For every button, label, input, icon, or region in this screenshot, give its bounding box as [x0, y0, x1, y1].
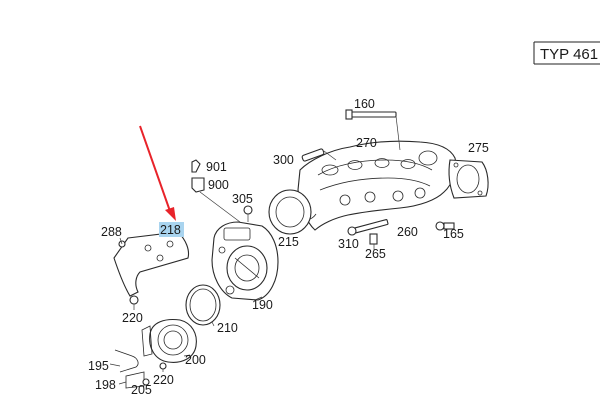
clamp-198 — [118, 371, 145, 389]
callout-900: 900 — [208, 178, 229, 192]
callout-220-upper: 220 — [122, 311, 143, 325]
bolt-310 — [347, 219, 389, 236]
callout-198: 198 — [95, 378, 116, 392]
callout-labels: 160 270 275 300 901 900 305 215 310 260 … — [88, 97, 489, 397]
cap-900 — [191, 177, 241, 223]
throttle-body — [211, 221, 279, 301]
callout-901: 901 — [206, 160, 227, 174]
callout-310: 310 — [338, 237, 359, 251]
intake-adapter-200 — [141, 318, 197, 363]
type-label: TYP 461 — [540, 46, 598, 63]
bolt-160 — [345, 109, 401, 151]
callout-220-lower: 220 — [153, 373, 174, 387]
bolt-165 — [435, 221, 455, 231]
callout-270: 270 — [356, 136, 377, 150]
gasket-215 — [268, 189, 312, 235]
o-ring-210 — [185, 284, 221, 327]
callout-205: 205 — [131, 383, 152, 397]
nut-205 — [142, 378, 150, 386]
type-box: TYP 461 — [533, 41, 600, 65]
bolt-220-lower — [159, 362, 167, 372]
callout-265: 265 — [365, 247, 386, 261]
callout-215: 215 — [278, 235, 299, 249]
callout-165: 165 — [443, 227, 464, 241]
sensor-300 — [301, 148, 337, 162]
callout-195: 195 — [88, 359, 109, 373]
callout-300: 300 — [273, 153, 294, 167]
bracket-218 — [113, 231, 190, 297]
callout-210: 210 — [217, 321, 238, 335]
callout-200: 200 — [185, 353, 206, 367]
red-pointer-arrow — [139, 125, 176, 221]
intake-manifold — [294, 140, 457, 231]
u-bolt-195 — [109, 349, 139, 373]
sensor-901 — [191, 159, 201, 173]
highlight-218 — [159, 222, 184, 237]
screw-305 — [243, 205, 253, 222]
callout-160: 160 — [354, 97, 375, 111]
callout-305: 305 — [232, 192, 253, 206]
gasket-275 — [448, 159, 489, 199]
bolt-220-upper — [129, 295, 139, 310]
bolt-265 — [369, 233, 378, 250]
callout-190: 190 — [252, 298, 273, 312]
callout-288: 288 — [101, 225, 122, 239]
callout-260: 260 — [397, 225, 418, 239]
callout-218: 218 — [160, 223, 181, 237]
callout-275: 275 — [468, 141, 489, 155]
